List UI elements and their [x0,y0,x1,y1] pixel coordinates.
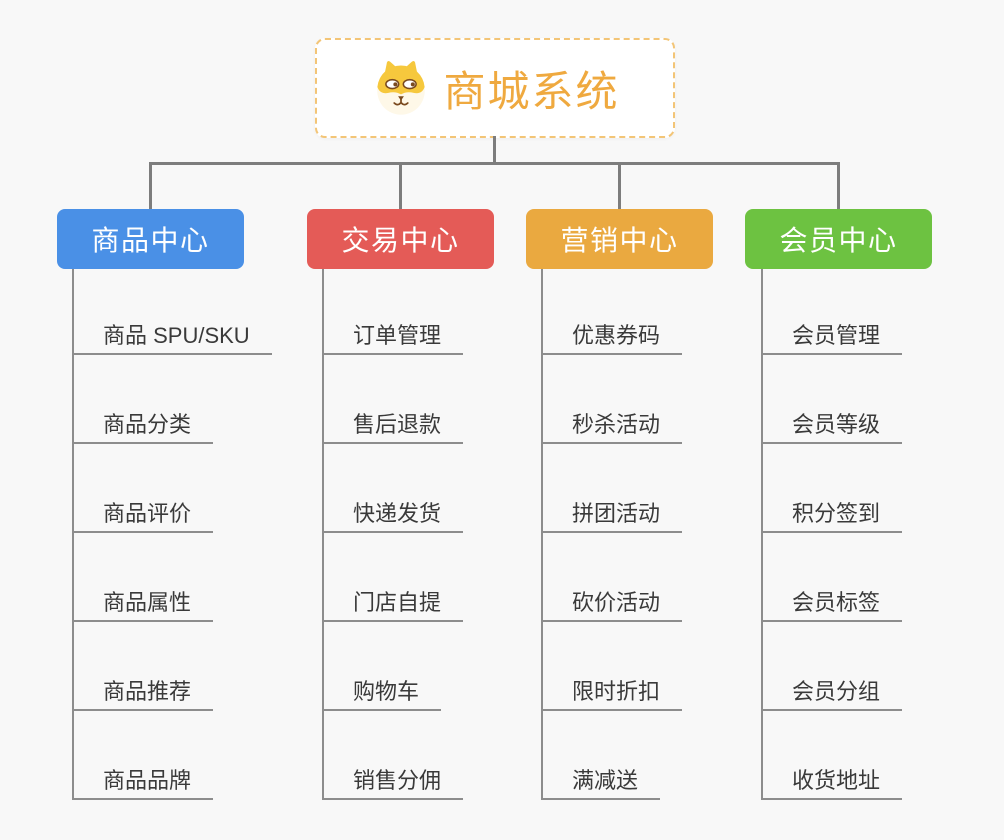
root-topic[interactable]: 商城系统 [315,38,675,138]
subtopic-item[interactable]: 商品分类 [72,410,214,444]
subtopic-item[interactable]: 门店自提 [322,588,464,622]
children-marketing-center: 优惠券码 秒杀活动 拼团活动 砍价活动 限时折扣 满减送 [541,269,801,800]
subtopic-item[interactable]: 限时折扣 [541,677,683,711]
subtopic-item[interactable]: 积分签到 [761,499,903,533]
subtopic-item[interactable]: 优惠券码 [541,321,683,355]
subtopic-item[interactable]: 满减送 [541,766,661,800]
connector-drop-product [149,162,152,210]
subtopic-item[interactable]: 销售分佣 [322,766,464,800]
subtopic-item[interactable]: 砍价活动 [541,588,683,622]
branch-child-line [541,269,543,800]
subtopic-item[interactable]: 拼团活动 [541,499,683,533]
subtopic-item[interactable]: 商品评价 [72,499,214,533]
subtopic-item[interactable]: 商品品牌 [72,766,214,800]
branch-trade-center[interactable]: 交易中心 [307,209,494,269]
branch-child-line [761,269,763,800]
subtopic-item[interactable]: 会员分组 [761,677,903,711]
subtopic-item[interactable]: 会员等级 [761,410,903,444]
subtopic-item[interactable]: 订单管理 [322,321,464,355]
subtopic-item[interactable]: 商品 SPU/SKU [72,321,272,355]
branch-product-center[interactable]: 商品中心 [57,209,244,269]
subtopic-item[interactable]: 商品属性 [72,588,214,622]
subtopic-item[interactable]: 购物车 [322,677,442,711]
connector-drop-marketing [618,162,621,210]
subtopic-item[interactable]: 会员管理 [761,321,903,355]
subtopic-item[interactable]: 商品推荐 [72,677,214,711]
subtopic-item[interactable]: 会员标签 [761,588,903,622]
branch-child-line [322,269,324,800]
connector-drop-trade [399,162,402,210]
shiba-dog-icon [377,60,426,115]
children-member-center: 会员管理 会员等级 积分签到 会员标签 会员分组 收货地址 [761,269,1004,800]
connector-bus [149,162,840,165]
connector-drop-member [837,162,840,210]
subtopic-item[interactable]: 秒杀活动 [541,410,683,444]
branch-member-center[interactable]: 会员中心 [745,209,932,269]
subtopic-item[interactable]: 快递发货 [322,499,464,533]
branch-child-line [72,269,74,800]
subtopic-item[interactable]: 售后退款 [322,410,464,444]
branch-marketing-center[interactable]: 营销中心 [526,209,713,269]
subtopic-item[interactable]: 收货地址 [761,766,903,800]
children-trade-center: 订单管理 售后退款 快递发货 门店自提 购物车 销售分佣 [322,269,582,800]
root-topic-label: 商城系统 [443,67,620,115]
connector-root-stem [493,136,496,163]
children-product-center: 商品 SPU/SKU 商品分类 商品评价 商品属性 商品推荐 商品品牌 [72,269,332,800]
